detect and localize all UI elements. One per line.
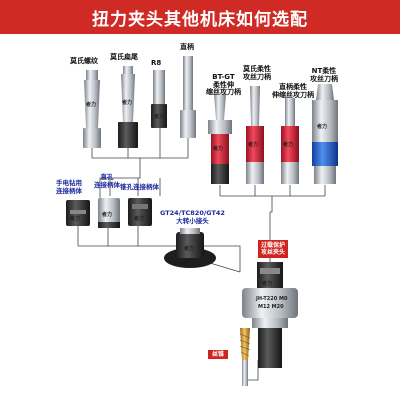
label-straight: 直柄 [180, 43, 194, 51]
tap-tool [239, 328, 251, 386]
morse-flat-arbor [118, 66, 138, 148]
brand-mark: 者力 [282, 141, 293, 148]
straight-hole-body [98, 198, 120, 228]
brand-mark: 者力 [85, 101, 96, 108]
brand-mark: 者力 [133, 215, 144, 222]
tapping-chuck [242, 262, 298, 368]
brand-mark: 者力 [101, 211, 112, 218]
morse-thread-arbor [83, 70, 101, 148]
label-morse-flat: 莫氏扁尾 [110, 53, 138, 61]
gt-adapter [164, 228, 216, 268]
bt-gt-holder [208, 94, 232, 184]
tap-tag: 丝锥 [208, 350, 229, 359]
label-taper-hole: 锥孔连接柄体 [120, 183, 159, 191]
r8-arbor [151, 70, 167, 128]
brand-mark: 者力 [212, 145, 223, 152]
overload-protection-tag: 过载保护攻丝夹头 [258, 240, 289, 258]
brand-marks: 者力 者力 者力 者力 者力 者力 者力 者力 者力 者力 者力 者力 JH-T… [69, 99, 327, 310]
label-nt-flex: NT柔性攻丝刀柄 [310, 67, 338, 83]
brand-mark: 者力 [153, 113, 164, 120]
brand-mark: 者力 [69, 215, 80, 222]
brand-mark: 者力 [121, 99, 132, 106]
chuck-text-line1: JH-T220 M0 [255, 296, 288, 302]
brand-mark: 者力 [247, 141, 258, 148]
straight-shank-arbor [180, 56, 196, 138]
brand-mark: 者力 [183, 245, 194, 252]
label-straight-hole: 直孔连接柄体 [94, 173, 120, 189]
nt-flex-holder [312, 84, 338, 184]
header-banner: 扭力夹头其他机床如何选配 [0, 0, 400, 34]
straight-flex-holder [281, 98, 299, 184]
label-hand-drill: 手电钻用连接柄体 [56, 179, 82, 195]
hand-drill-body [66, 200, 90, 226]
brand-mark: 者力 [316, 123, 327, 130]
chuck-text-line2: M12 M20 [258, 304, 284, 310]
label-morse-flex: 莫氏柔性攻丝刀柄 [243, 65, 271, 81]
label-straight-flex: 直柄柔性伸缩丝攻刀柄 [272, 83, 314, 99]
taper-hole-body [128, 198, 152, 226]
label-r8: R8 [151, 59, 162, 67]
brand-mark: 者力 [261, 280, 272, 287]
label-morse-thread: 莫氏螺纹 [70, 57, 98, 65]
morse-flex-holder [246, 86, 264, 184]
